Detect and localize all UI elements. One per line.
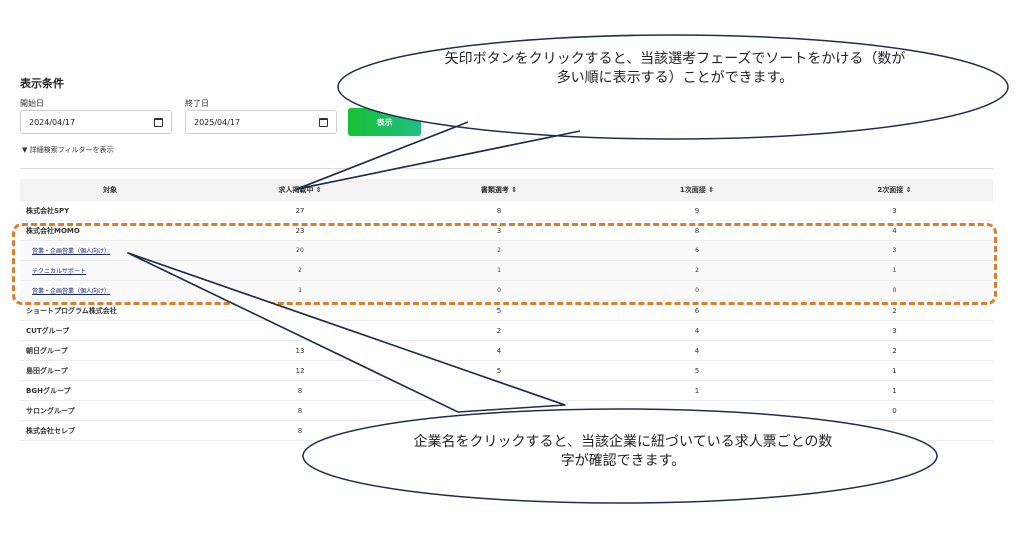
header-sort-second-interview[interactable]: 2次面接 ⇕ bbox=[796, 179, 993, 201]
table-cell: 20 bbox=[200, 240, 400, 261]
table-cell: 6 bbox=[598, 240, 796, 261]
table-cell: 0 bbox=[598, 280, 796, 301]
table-row: 営業・企画営業（個人向け） 20 2 6 3 bbox=[20, 240, 993, 261]
table-cell: 4 bbox=[400, 340, 598, 361]
table-cell: 2 bbox=[400, 240, 598, 261]
company-link[interactable]: 朝日グループ bbox=[20, 340, 200, 361]
calendar-icon[interactable] bbox=[154, 117, 163, 127]
company-link[interactable]: BGHグループ bbox=[20, 380, 200, 401]
table-cell: 6 bbox=[598, 300, 796, 321]
filter-section-title: 表示条件 bbox=[20, 77, 64, 90]
job-posting-link-cell: 営業・企画営業（個人向け） bbox=[20, 280, 200, 301]
table-cell: 8 bbox=[200, 380, 400, 401]
table-cell: 12 bbox=[200, 360, 400, 381]
table-header-row: 対象 求人掲載中 ⇕ 書類選考 ⇕ 1次面接 ⇕ 2次面接 ⇕ bbox=[20, 179, 993, 201]
table-cell: 1 bbox=[796, 260, 993, 281]
job-posting-link[interactable]: 営業・企画営業（個人向け） bbox=[32, 248, 111, 255]
start-date-label: 開始日 bbox=[20, 99, 44, 108]
table-row: 朝日グループ 13 4 4 2 bbox=[20, 340, 993, 361]
top-callout-text: 矢印ボタンをクリックすると、当該選考フェーズでソートをかける（数が多い順に表示す… bbox=[444, 51, 906, 86]
table-cell: 2 bbox=[598, 260, 796, 281]
table-cell: 8 bbox=[400, 201, 598, 221]
table-row: 株式会社SPY 27 8 9 3 bbox=[20, 201, 993, 221]
table-cell: 3 bbox=[796, 240, 993, 261]
company-link[interactable]: 株式会社SPY bbox=[20, 201, 200, 221]
table-cell: 27 bbox=[200, 201, 400, 221]
header-sort-open-jobs[interactable]: 求人掲載中 ⇕ bbox=[200, 179, 400, 201]
table-row: 営業・企画営業（個人向け） 1 0 0 0 bbox=[20, 280, 993, 301]
table-cell: 1 bbox=[796, 360, 993, 381]
table-cell: 8 bbox=[200, 400, 400, 421]
header-target: 対象 bbox=[20, 179, 200, 201]
divider bbox=[20, 168, 993, 169]
company-link[interactable]: ショートプログラム株式会社 bbox=[20, 300, 200, 321]
calendar-icon[interactable] bbox=[319, 117, 328, 127]
table-cell: 4 bbox=[598, 320, 796, 341]
advanced-filter-toggle[interactable]: ▼ 詳細検索フィルターを表示 bbox=[22, 146, 114, 154]
table-cell: 0 bbox=[400, 280, 598, 301]
table-cell: 0 bbox=[796, 400, 993, 421]
top-callout-bubble bbox=[296, 121, 581, 190]
table-cell: 2 bbox=[796, 300, 993, 321]
header-sort-first-interview[interactable]: 1次面接 ⇕ bbox=[598, 179, 796, 201]
job-posting-link[interactable]: テクニカルサポート bbox=[32, 268, 87, 275]
bottom-callout-text: 企業名をクリックすると、当該企業に紐づいている求人票ごとの数字が確認できます。 bbox=[413, 434, 833, 469]
start-date-value: 2024/04/17 bbox=[29, 117, 76, 127]
table-cell: 2 bbox=[200, 260, 400, 281]
table-cell: 3 bbox=[796, 320, 993, 341]
company-link[interactable]: サロングループ bbox=[20, 400, 200, 421]
table-cell: 5 bbox=[598, 360, 796, 381]
top-callout-bubble bbox=[337, 34, 1009, 140]
end-date-input[interactable]: 2025/04/17 bbox=[185, 110, 337, 134]
end-date-label: 終了日 bbox=[185, 99, 209, 108]
bottom-callout-bubble bbox=[127, 252, 566, 413]
bottom-callout-bubble bbox=[302, 408, 938, 504]
table-row: ショートプログラム株式会社 5 6 2 bbox=[20, 300, 993, 321]
table-cell: 2 bbox=[400, 320, 598, 341]
table-cell: 4 bbox=[598, 340, 796, 361]
job-posting-link-cell: 営業・企画営業（個人向け） bbox=[20, 240, 200, 261]
table-cell: 1 bbox=[598, 380, 796, 401]
header-sort-document-screening[interactable]: 書類選考 ⇕ bbox=[400, 179, 598, 201]
end-date-value: 2025/04/17 bbox=[194, 117, 241, 127]
job-posting-link[interactable]: 営業・企画営業（個人向け） bbox=[32, 288, 111, 295]
table-cell: 5 bbox=[400, 300, 598, 321]
company-link[interactable]: 島田グループ bbox=[20, 360, 200, 381]
table-cell: 0 bbox=[796, 280, 993, 301]
table-cell: 3 bbox=[796, 201, 993, 221]
highlight-dashed-box bbox=[12, 223, 997, 305]
table-cell: 1 bbox=[796, 380, 993, 401]
table-cell: 9 bbox=[598, 201, 796, 221]
start-date-input[interactable]: 2024/04/17 bbox=[20, 110, 172, 134]
table-cell: 1 bbox=[400, 260, 598, 281]
bottom-callout-bubble bbox=[127, 252, 566, 413]
table-row: CUTグループ 14 2 4 3 bbox=[20, 320, 993, 341]
table-cell: 2 bbox=[796, 340, 993, 361]
company-link[interactable]: CUTグループ bbox=[20, 320, 200, 341]
company-link[interactable]: 株式会社セレブ bbox=[20, 420, 200, 441]
